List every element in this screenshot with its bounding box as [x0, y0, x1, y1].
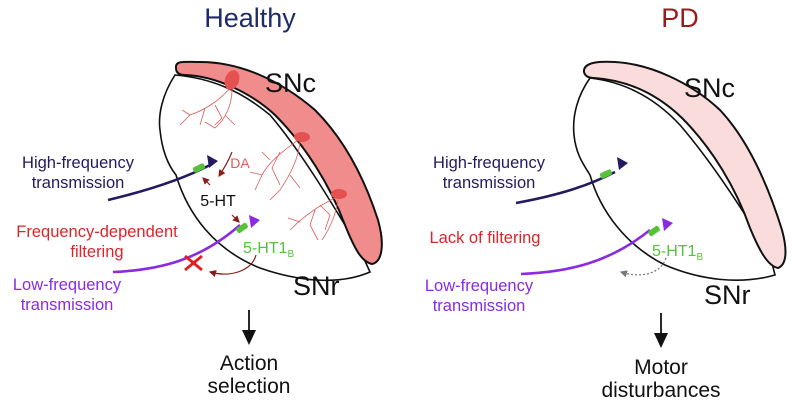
snc-band-pd [583, 60, 787, 270]
panel-title-pd: PD [661, 3, 699, 33]
5ht-arrow-down [231, 214, 240, 223]
low-freq-label-pd-line2: transmission [433, 297, 526, 315]
receptor-low-freq [236, 222, 248, 234]
5ht-label: 5-HT [200, 193, 236, 210]
lack-filter-label: Lack of filtering [430, 229, 541, 247]
low-frequency-axon-pd [520, 228, 651, 276]
block-x-icon [184, 254, 203, 272]
snc-label-pd: SNc [684, 73, 735, 103]
receptor-high-freq-pd [599, 169, 613, 179]
low-freq-label-line1: Low-frequency [13, 276, 122, 294]
high-freq-label-pd-line2: transmission [443, 174, 536, 192]
high-freq-label-pd-line1: High-frequency [433, 154, 546, 172]
high-freq-label-line2: transmission [32, 174, 125, 192]
da-neuron-body [331, 189, 347, 199]
terminal-low-freq-pd [662, 218, 673, 231]
outcome-arrow-head [242, 330, 256, 345]
high-freq-label-line1: High-frequency [22, 154, 135, 172]
panel-healthy: Healthy [13, 3, 383, 398]
low-freq-label-line2: transmission [21, 296, 114, 314]
da-neuron-body [224, 70, 240, 90]
inactive-inhibition-arrow [619, 257, 667, 278]
da-fibers [179, 87, 339, 241]
da-label: DA [230, 155, 250, 171]
receptor-label-pd: 5-HT1B [652, 243, 703, 263]
snr-label-healthy: SNr [293, 271, 340, 301]
receptor-label-pd-main: 5-HT1 [652, 243, 697, 260]
outcome-line2-pd: disturbances [601, 379, 720, 402]
panel-title-healthy: Healthy [204, 3, 296, 33]
outcome-line2-healthy: selection [208, 375, 291, 398]
low-freq-label-pd-line1: Low-frequency [425, 277, 534, 295]
terminal-low-freq [249, 215, 260, 228]
filter-label-line2: filtering [70, 243, 123, 261]
receptor-label-pd-subscript: B [696, 252, 703, 263]
da-neuron-body [294, 132, 310, 142]
da-arrow [218, 151, 233, 177]
snr-region-pd [572, 77, 776, 281]
terminal-high-freq-pd [617, 157, 628, 170]
outcome-line1-healthy: Action [220, 352, 278, 375]
5ht-arrow-up [202, 177, 211, 186]
receptor-label-healthy: 5-HT1B [243, 240, 294, 260]
outcome-line1-pd: Motor [634, 356, 688, 379]
inhibition-arrow [208, 254, 257, 278]
receptor-high-freq [192, 163, 206, 173]
snr-label-pd: SNr [704, 280, 751, 310]
receptor-low-freq-pd [648, 225, 660, 237]
receptor-label-main: 5-HT1 [243, 240, 288, 257]
low-frequency-axon [112, 224, 241, 274]
snc-label-healthy: SNc [265, 68, 316, 98]
filter-label-line1: Frequency-dependent [16, 223, 178, 241]
receptor-label-subscript: B [287, 249, 294, 260]
terminal-high-freq [207, 155, 218, 168]
outcome-arrow-head-pd [654, 333, 668, 348]
panel-pd: PD SNc SNr High-frequency transmission L… [425, 3, 787, 402]
